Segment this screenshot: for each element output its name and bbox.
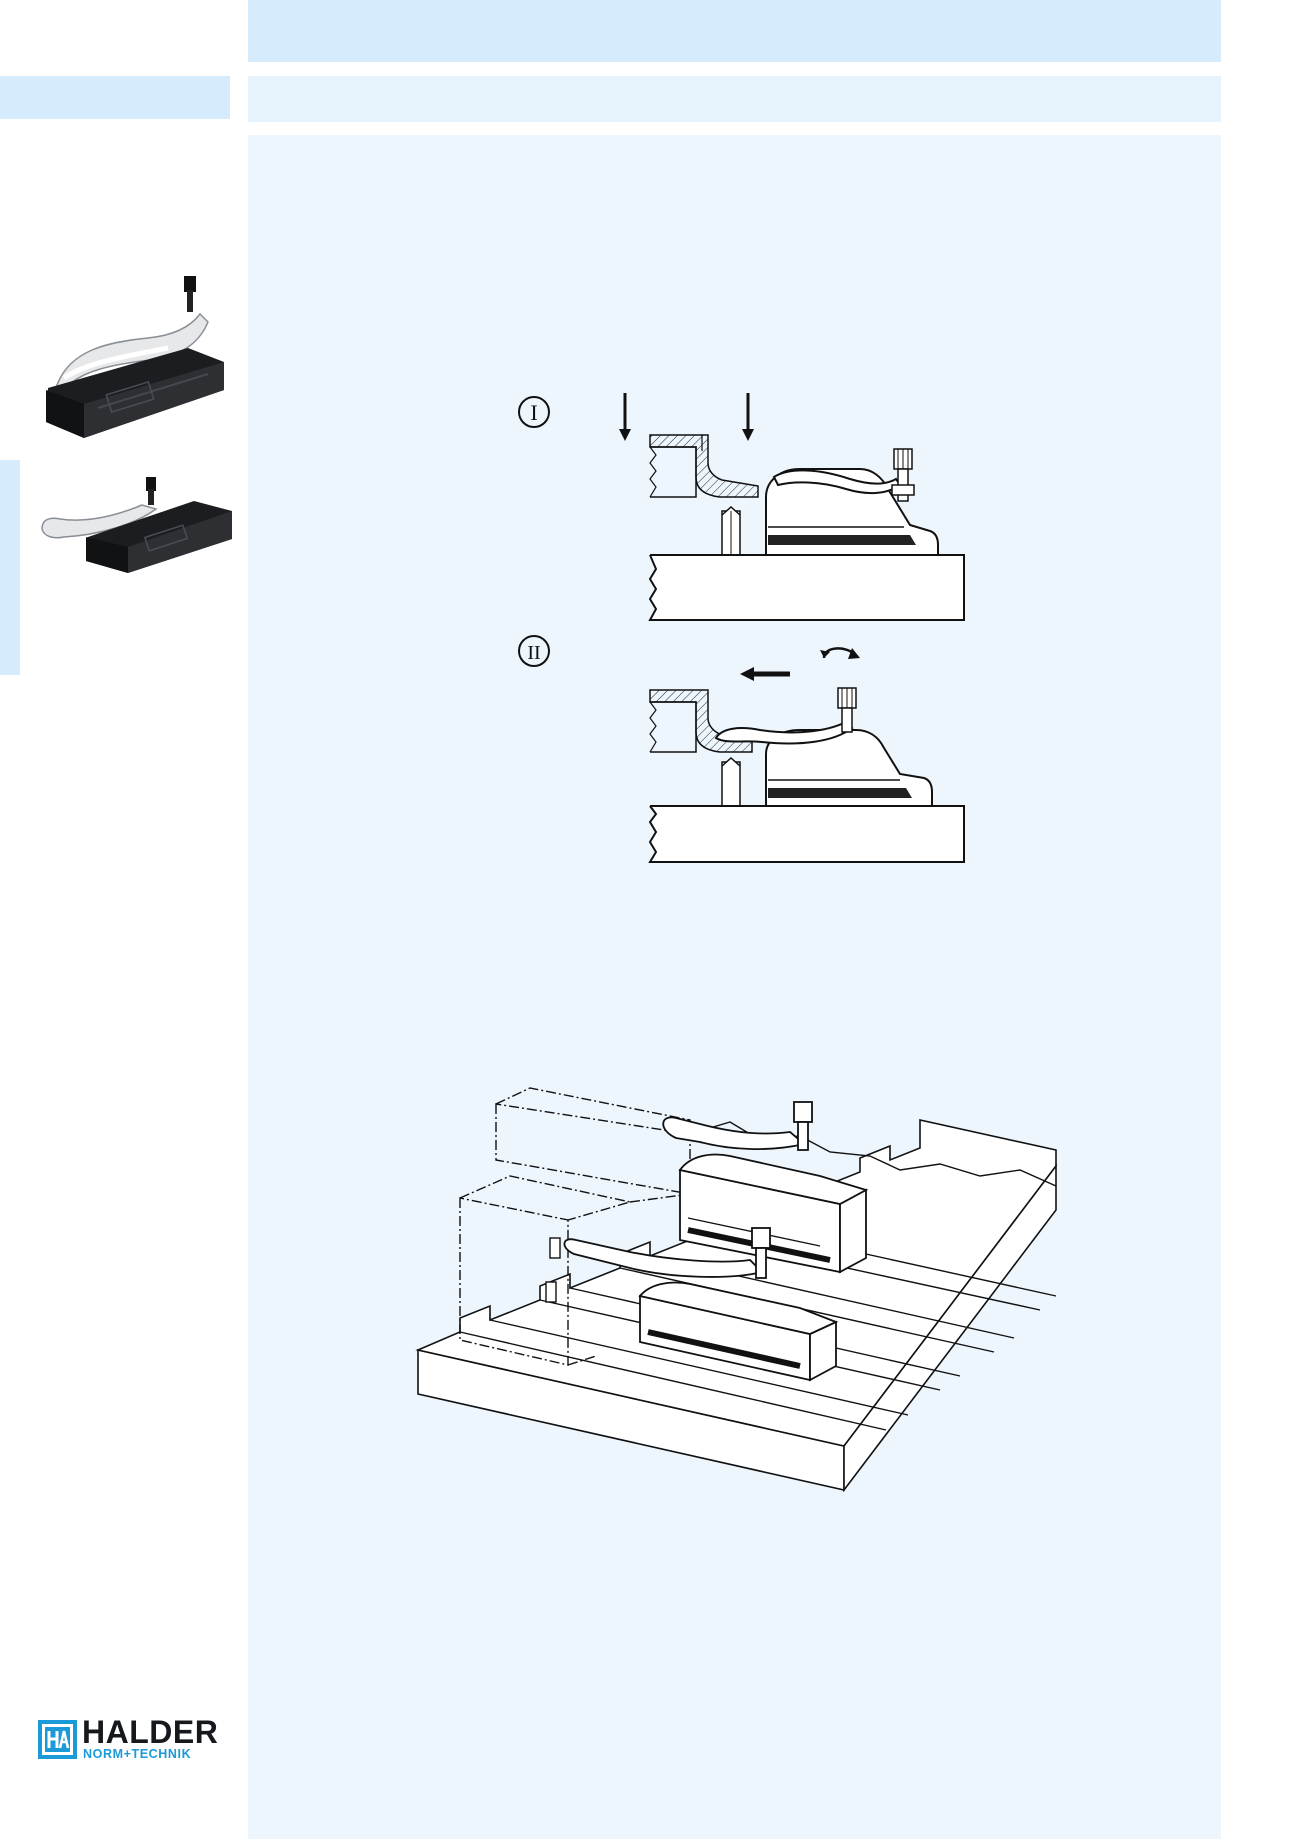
step-one-label: I xyxy=(518,396,550,428)
pin-icon xyxy=(146,477,156,491)
isometric-assembly-diagram xyxy=(415,1087,1057,1493)
diagram-step-two: II xyxy=(518,635,965,863)
clamp-back xyxy=(662,1101,869,1274)
product-photo-open xyxy=(41,477,232,573)
header-band xyxy=(248,0,1221,62)
side-tab xyxy=(0,76,230,119)
diagram-step-one: I xyxy=(518,393,965,621)
step-two-label: II xyxy=(518,635,550,667)
logo-tagline: NORM+TECHNIK xyxy=(83,1747,192,1761)
halder-logo: HALDER NORM+TECHNIK xyxy=(38,1716,233,1762)
clamp-front xyxy=(563,1227,839,1382)
arrow-down-icon xyxy=(619,393,631,441)
arrow-left-icon xyxy=(740,667,790,681)
product-photo-closed xyxy=(46,276,224,438)
t-slot-table xyxy=(415,1119,1057,1493)
pin-icon xyxy=(184,276,196,292)
svg-text:I: I xyxy=(530,400,537,425)
logo-name: HALDER xyxy=(82,1714,219,1750)
halder-logo-icon xyxy=(38,1720,77,1759)
rotate-icon xyxy=(820,647,860,659)
content-panel xyxy=(248,135,1221,1839)
subheader-band xyxy=(248,76,1221,122)
svg-text:II: II xyxy=(527,642,540,664)
arrow-down-icon xyxy=(742,393,754,441)
side-stripe xyxy=(0,460,20,675)
